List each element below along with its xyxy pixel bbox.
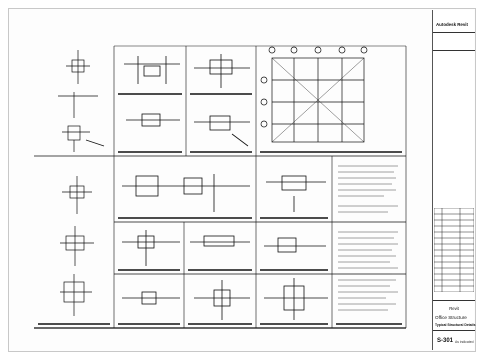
sheet-title: Office Structure — [435, 315, 467, 320]
sheet-number: S-301 — [437, 338, 454, 344]
project-name: Revit — [449, 306, 459, 311]
title-block-divider — [433, 50, 475, 51]
title-block-divider — [433, 300, 475, 301]
firm-name: Autodesk Revit — [436, 22, 468, 27]
revision-table — [434, 208, 474, 292]
title-block: Autodesk Revit Revit Office Structure Ty… — [432, 10, 476, 350]
sheet-description: Typical Structural Details — [435, 323, 476, 327]
title-block-divider — [433, 32, 475, 33]
drawing-sheet — [8, 8, 476, 352]
sheet-scale: As indicated — [455, 340, 474, 344]
title-block-divider — [433, 330, 475, 331]
details-svg — [34, 45, 407, 329]
details-drawing-area — [34, 36, 410, 332]
